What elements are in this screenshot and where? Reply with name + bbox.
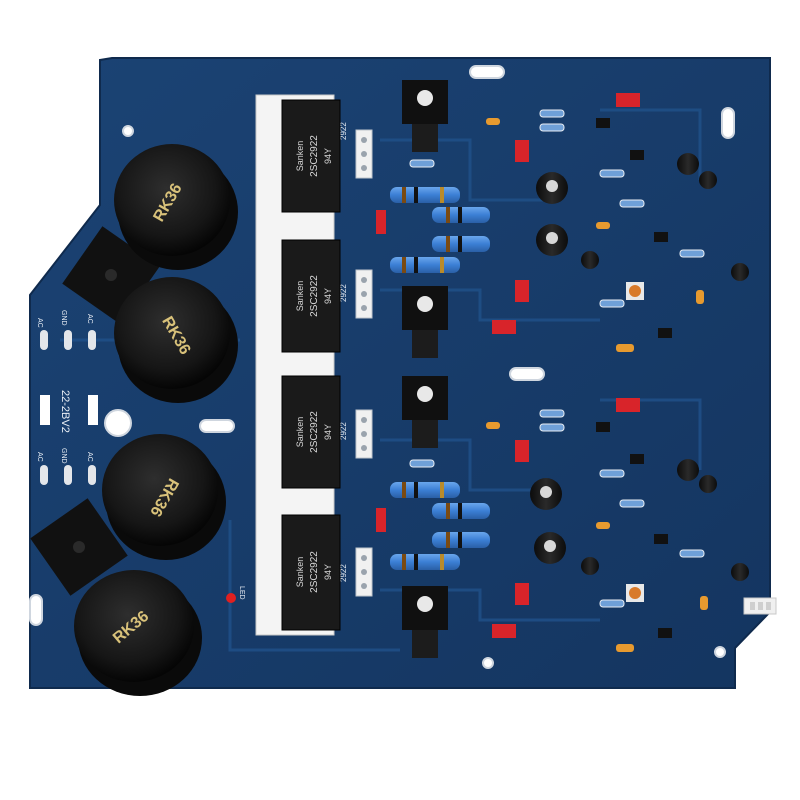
power-transistor: Sanken 2SC2922 94Y	[281, 375, 341, 489]
trimmer-pots	[626, 282, 644, 602]
ac-label-3: AC	[36, 452, 43, 462]
signal-resistors	[409, 109, 705, 608]
transistor-brand: Sanken	[295, 281, 305, 312]
silkscreen: 22-2BV2 AC GND AC AC GND AC LED 2922 292…	[36, 122, 348, 600]
smd-capacitors	[376, 93, 640, 638]
filter-capacitor: RK36	[102, 434, 226, 560]
electrolytic-capacitors	[530, 153, 749, 581]
transistor-brand: Sanken	[295, 141, 305, 172]
power-transistor: Sanken 2SC2922 94Y	[281, 514, 341, 631]
power-transistors: Sanken 2SC2922 94Y Sanken 2SC2922 94Y Sa…	[281, 99, 341, 631]
power-transistor: Sanken 2SC2922 94Y	[281, 239, 341, 353]
filter-capacitor: RK36	[114, 144, 238, 270]
transistor-part: 2SC2922	[309, 135, 320, 177]
ac-label-1: AC	[36, 318, 43, 328]
driver-transistors	[402, 80, 448, 658]
transistor-brand: Sanken	[295, 557, 305, 588]
ac-label-4: AC	[86, 452, 93, 462]
filter-capacitor: RK36	[114, 277, 238, 403]
filter-capacitors: RK36 RK36 RK36 RK36	[74, 144, 238, 696]
power-transistor: Sanken 2SC2922 94Y	[281, 99, 341, 213]
transistor-code: 94Y	[323, 564, 333, 580]
power-led	[226, 593, 236, 603]
part-mark-1: 2922	[339, 122, 348, 140]
gnd-label-2: GND	[60, 448, 67, 464]
board-id-label: 22-2BV2	[59, 390, 71, 433]
ac-label-2: AC	[86, 314, 93, 324]
transistor-part: 2SC2922	[309, 551, 320, 593]
transistor-brand: Sanken	[295, 417, 305, 448]
transistor-part: 2SC2922	[309, 275, 320, 317]
transistor-code: 94Y	[323, 148, 333, 164]
small-transistors	[596, 118, 672, 638]
mounting-holes	[29, 65, 735, 669]
gnd-label-1: GND	[60, 310, 67, 326]
part-mark-4: 2922	[339, 564, 348, 582]
transistor-part: 2SC2922	[309, 411, 320, 453]
part-mark-2: 2922	[339, 284, 348, 302]
transistor-headers	[355, 129, 373, 597]
filter-capacitor: RK36	[74, 570, 202, 696]
transistor-code: 94Y	[323, 424, 333, 440]
terminal-pads	[40, 330, 98, 485]
transistor-code: 94Y	[323, 288, 333, 304]
output-connector	[743, 597, 777, 615]
led-label: LED	[238, 586, 245, 600]
part-mark-3: 2922	[339, 422, 348, 440]
smd-resistors	[486, 118, 708, 652]
power-resistors	[390, 187, 490, 570]
